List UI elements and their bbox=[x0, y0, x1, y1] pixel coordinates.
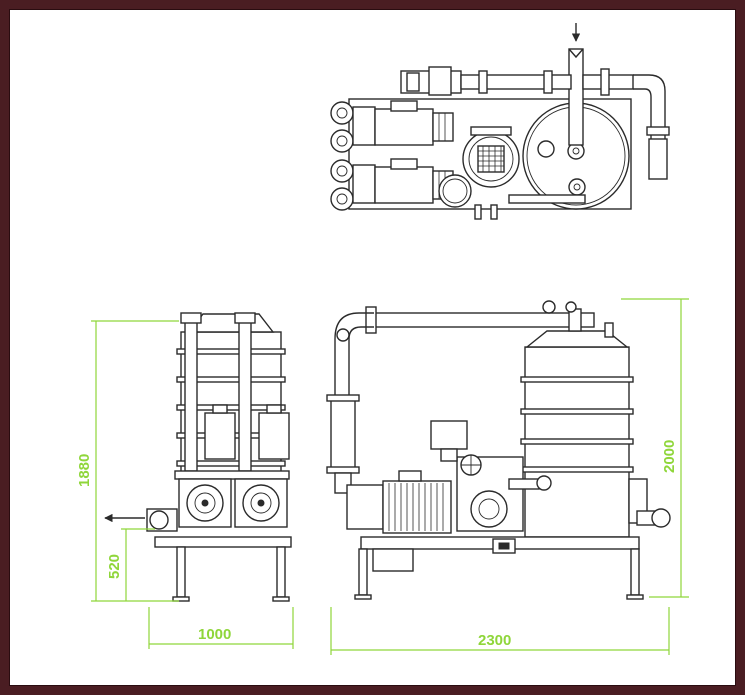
drawing-frame: 1880 520 1000 2300 2000 bbox=[9, 9, 736, 686]
front-pump-right bbox=[234, 478, 288, 528]
side-view bbox=[326, 300, 671, 600]
side-top-pipe bbox=[373, 312, 595, 328]
top-motor-1 bbox=[374, 100, 454, 146]
top-filter-circle bbox=[438, 174, 472, 208]
dimension-labels: 1880 520 1000 2300 2000 bbox=[76, 440, 678, 649]
dim-front-width: 1000 bbox=[198, 626, 231, 643]
front-base bbox=[154, 536, 292, 548]
front-view bbox=[104, 312, 292, 602]
dimension-lines bbox=[91, 298, 689, 655]
technical-drawing: 1880 520 1000 2300 2000 bbox=[76, 23, 689, 655]
side-motor bbox=[346, 470, 452, 534]
top-left-flanges bbox=[330, 101, 376, 211]
dim-front-height: 1880 bbox=[76, 454, 93, 487]
top-frame-outline bbox=[348, 98, 632, 210]
top-view bbox=[330, 23, 670, 220]
front-pump-left bbox=[178, 478, 232, 528]
side-pump bbox=[456, 454, 552, 532]
dim-front-base-height: 520 bbox=[106, 554, 123, 579]
dim-side-width: 2300 bbox=[478, 632, 511, 649]
side-gauge-housing bbox=[430, 420, 468, 450]
dim-side-height: 2000 bbox=[661, 440, 678, 473]
top-central-pump bbox=[462, 126, 520, 188]
